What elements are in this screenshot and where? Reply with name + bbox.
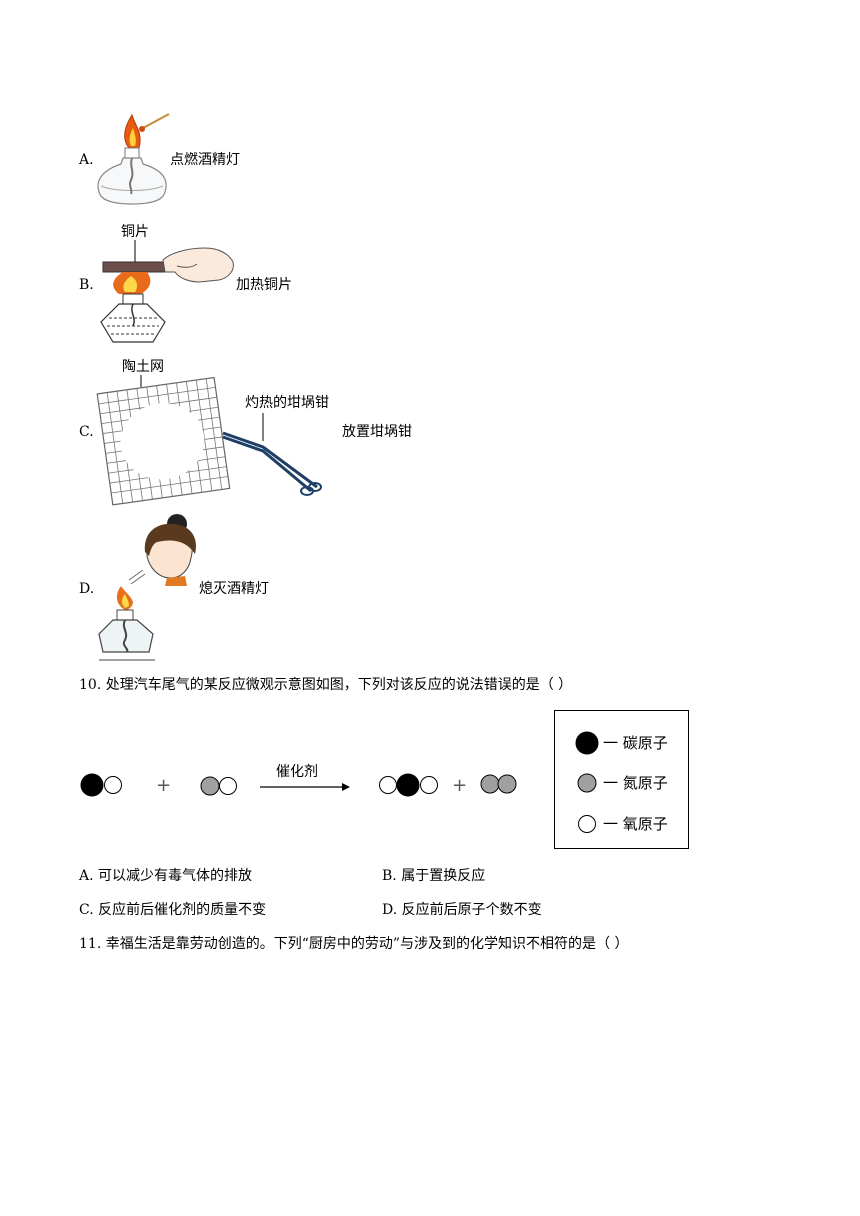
option-b-letter: B. [79, 277, 94, 293]
legend-nitrogen-text: 一 氮原子 [603, 774, 668, 792]
oxygen-atom [420, 776, 438, 794]
choice-c: C. 反应前后催化剂的质量不变 [79, 901, 266, 919]
legend-carbon-text: 一 碳原子 [603, 734, 668, 752]
option-a-caption: 点燃酒精灯 [170, 152, 240, 168]
question-11-stem: 11. 幸福生活是靠劳动创造的。下列“厨房中的劳动”与涉及到的化学知识不相符的是… [79, 936, 629, 952]
choice-b: B. 属于置换反应 [382, 867, 485, 885]
carbon-atom [396, 773, 420, 797]
hand-icon [162, 247, 234, 283]
copper-sheet-label: 铜片 [121, 224, 149, 240]
oxygen-atom [219, 777, 237, 795]
alcohol-lamp-lighting-illustration [97, 113, 170, 205]
carbon-atom [80, 773, 104, 797]
option-d-caption: 熄灭酒精灯 [199, 581, 269, 597]
choice-d-text: 反应前后原子个数不变 [401, 902, 542, 918]
plus-sign-1: + [156, 775, 171, 796]
question-10-stem: 10. 处理汽车尾气的某反应微观示意图如图，下列对该反应的说法错误的是（ ） [79, 677, 573, 693]
choice-a-text: 可以减少有毒气体的排放 [98, 868, 253, 884]
choice-b-letter: B. [382, 868, 397, 884]
legend-carbon-swatch [575, 731, 599, 755]
choice-b-text: 属于置换反应 [401, 868, 486, 884]
oxygen-atom [379, 776, 397, 794]
tongs-icon [222, 431, 318, 489]
hot-tongs-label: 灼热的坩埚钳 [245, 395, 329, 411]
choice-d-letter: D. [382, 902, 398, 918]
choice-d: D. 反应前后原子个数不变 [382, 901, 542, 919]
ceramic-net-label: 陶土网 [122, 359, 164, 375]
choice-c-text: 反应前后催化剂的质量不变 [98, 902, 267, 918]
oxygen-atom [104, 776, 122, 794]
choice-c-letter: C. [79, 902, 94, 918]
legend-oxygen-text: 一 氧原子 [603, 815, 668, 833]
catalyst-label: 催化剂 [276, 764, 318, 780]
nitrogen-atom [200, 776, 220, 796]
legend-nitrogen-swatch [577, 773, 597, 793]
option-b-caption: 加热铜片 [236, 277, 292, 293]
nitrogen-atom [480, 774, 500, 794]
blowing-out-lamp-illustration [98, 514, 197, 661]
option-a-letter: A. [79, 152, 94, 168]
heating-copper-illustration: 铜片 [100, 224, 234, 343]
choice-a-letter: A. [79, 868, 94, 884]
nitrogen-atom [497, 774, 517, 794]
legend-oxygen-swatch [578, 815, 596, 833]
option-c-caption: 放置坩埚钳 [342, 424, 412, 440]
plus-sign-2: + [452, 775, 467, 796]
choice-a: A. 可以减少有毒气体的排放 [79, 867, 252, 885]
atom-legend: 一 碳原子 一 氮原子 一 氧原子 [554, 710, 689, 849]
option-c-letter: C. [79, 424, 94, 440]
option-d-letter: D. [79, 581, 95, 597]
reaction-micro-diagram: + 催化剂 + [80, 764, 517, 797]
crucible-tongs-on-net-illustration: 陶土网 灼热的坩埚钳 [96, 359, 329, 506]
